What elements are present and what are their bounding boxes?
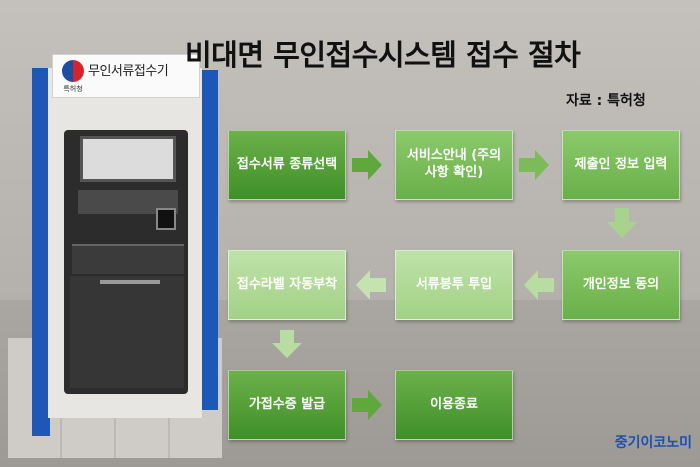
arrow-left-icon	[524, 270, 554, 300]
kiosk-emblem-label: 특허청	[63, 85, 83, 93]
kiosk-sign-text: 무인서류접수기	[88, 64, 169, 79]
step-service-guide: 서비스안내 (주의사항 확인)	[395, 130, 513, 200]
kiosk-envelope-slot	[72, 244, 184, 274]
step-privacy-consent: 개인정보 동의	[562, 250, 680, 320]
page-title: 비대면 무인접수시스템 접수 절차	[185, 38, 581, 72]
step-label: 접수라벨 자동부착	[236, 276, 338, 292]
step-insert-envelope: 서류봉투 투입	[395, 250, 513, 320]
step-label: 이용종료	[430, 396, 478, 412]
arrow-right-icon	[352, 150, 382, 180]
kiosk-scanner-icon	[156, 208, 176, 230]
kiosk-photo: 특허청 무인서류접수기	[8, 48, 222, 458]
step-label: 제출인 정보 입력	[574, 156, 668, 172]
step-label: 가접수증 발급	[248, 396, 326, 412]
step-label: 서비스안내 (주의사항 확인)	[406, 148, 502, 180]
arrow-left-icon	[356, 270, 386, 300]
arrow-right-icon	[352, 390, 382, 420]
source-credit: 자료 : 특허청	[566, 93, 646, 109]
step-label: 접수서류 종류선택	[236, 156, 338, 172]
step-label: 서류봉투 투입	[415, 276, 493, 292]
patent-office-emblem-icon	[62, 60, 84, 82]
arrow-down-icon	[272, 330, 302, 358]
step-label: 개인정보 동의	[582, 276, 660, 292]
kiosk-lower-cabinet	[70, 276, 184, 388]
brand-logo-text: 중기이코노미	[614, 435, 692, 451]
step-select-document-type: 접수서류 종류선택	[228, 130, 346, 200]
arrow-down-icon	[607, 208, 637, 238]
kiosk-handle	[100, 280, 160, 284]
step-issue-receipt: 가접수증 발급	[228, 370, 346, 440]
step-submitter-info: 제출인 정보 입력	[562, 130, 680, 200]
arrow-right-icon	[519, 150, 549, 180]
kiosk-screen	[80, 136, 176, 182]
kiosk-pillar-right	[200, 70, 218, 410]
kiosk-pillar-left	[32, 68, 50, 436]
step-auto-label: 접수라벨 자동부착	[228, 250, 346, 320]
step-end-use: 이용종료	[395, 370, 513, 440]
